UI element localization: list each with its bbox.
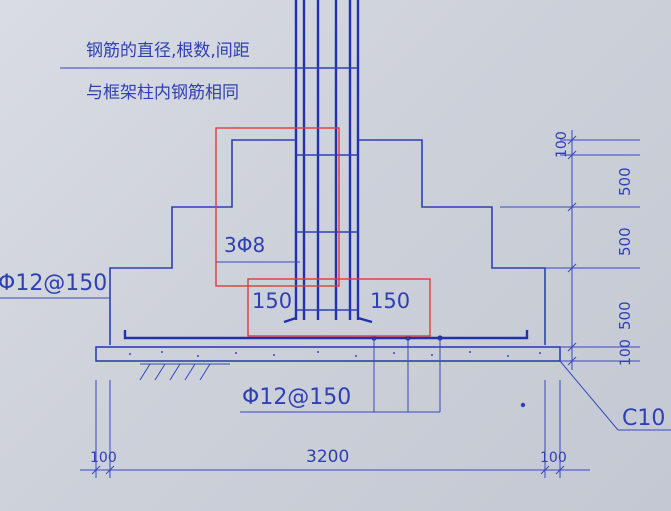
- edge-left: 100: [90, 450, 117, 466]
- footing-outline-right: [358, 139, 546, 345]
- dim-step-1: 500: [616, 167, 634, 196]
- footing-outline-left: [109, 139, 296, 345]
- blinding-texture: [129, 351, 541, 357]
- ground-hatch: [139, 363, 230, 381]
- height-dimension: [500, 130, 640, 370]
- bottom-rebar-label: Φ12@150: [242, 385, 351, 410]
- column-stirrups: [296, 67, 358, 311]
- ink-dot: [520, 402, 526, 408]
- hook-right: [357, 316, 373, 324]
- highlight-box-hooks: [247, 278, 431, 337]
- stirrup-label: 3Φ8: [224, 233, 265, 257]
- highlight-box-stirrup: [215, 127, 340, 287]
- hook-length-left: 150: [252, 289, 292, 313]
- note-line-2: 与框架柱内钢筋相同: [86, 83, 239, 103]
- width-total: 3200: [306, 447, 349, 467]
- bottom-rebar: [123, 330, 529, 340]
- edge-right: 100: [540, 450, 567, 466]
- concrete-leader: [559, 360, 619, 431]
- note-line-1: 钢筋的直径,根数,间距: [86, 41, 250, 61]
- blinding-layer: [95, 346, 561, 362]
- dim-step-3: 500: [616, 301, 634, 330]
- width-dimension: [80, 380, 590, 478]
- column-rebars: [294, 0, 360, 320]
- hook-length-right: 150: [370, 289, 410, 313]
- hook-left: [283, 316, 297, 324]
- dim-top: 100: [554, 131, 570, 158]
- dim-step-2: 500: [616, 227, 634, 256]
- concrete-label: C10: [622, 406, 665, 431]
- dim-bottom: 100: [618, 339, 634, 366]
- side-rebar-label: Φ12@150: [0, 271, 107, 296]
